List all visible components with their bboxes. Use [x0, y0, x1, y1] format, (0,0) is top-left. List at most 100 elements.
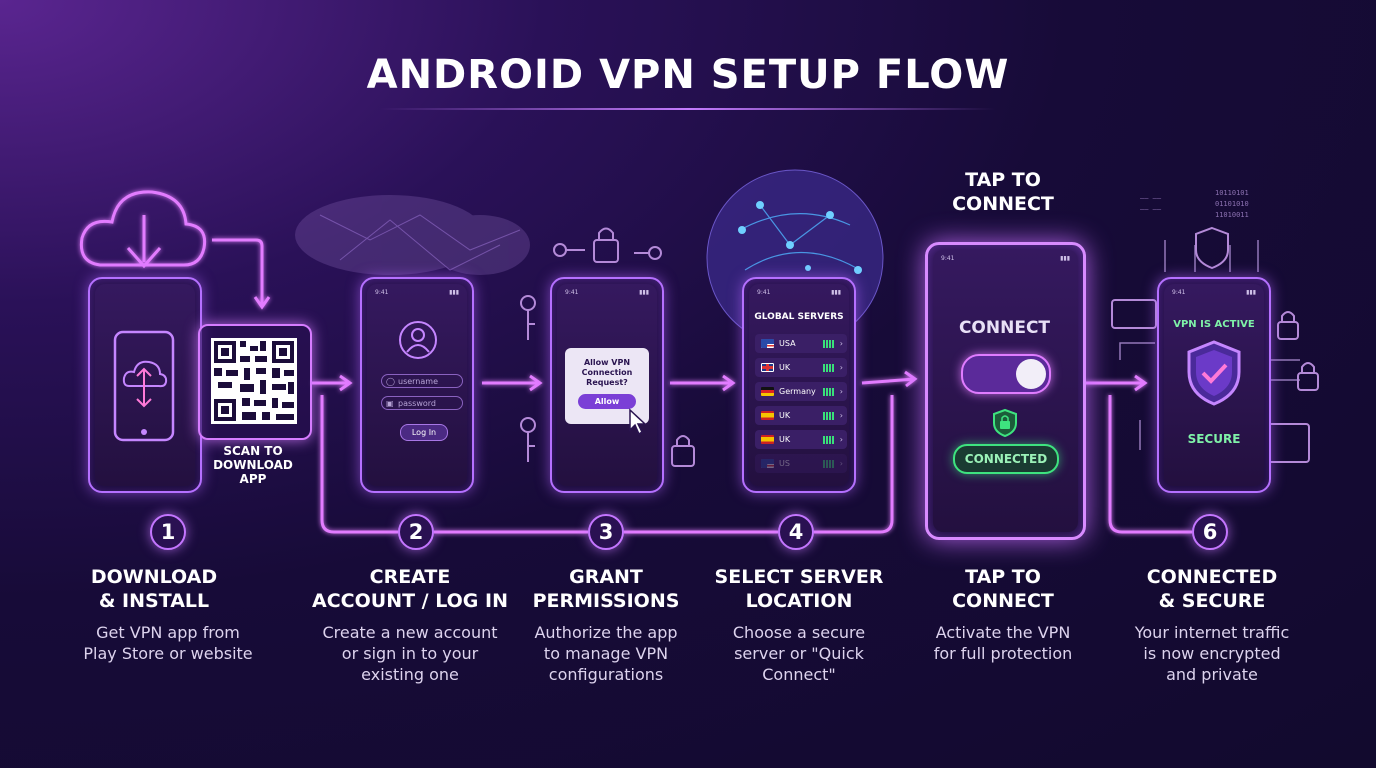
- phone-screen: [95, 284, 195, 486]
- chevron-right-icon: ›: [839, 363, 843, 372]
- step-title-line: ACCOUNT / LOG IN: [312, 590, 508, 612]
- step-title-line: TAP TO: [965, 566, 1041, 588]
- step-desc-line: Choose a secure: [732, 623, 866, 642]
- callout-line: TAP TO: [965, 169, 1041, 191]
- step-desc-line: Authorize the app: [534, 623, 678, 642]
- signal-icon: [823, 412, 835, 420]
- uk-flag-icon: [761, 363, 774, 372]
- phone-login: 9:41▮▮▮ ◯ username ▣ password Log In: [360, 277, 474, 493]
- login-button[interactable]: Log In: [400, 424, 448, 441]
- step-title: TAP TO CONNECT: [898, 565, 1108, 613]
- username-field[interactable]: ◯ username: [381, 374, 463, 388]
- dialog-text: Connection: [581, 368, 633, 377]
- us-flag-icon: [761, 339, 774, 348]
- phone-with-cloud-icon: [113, 330, 175, 442]
- password-placeholder: password: [398, 399, 436, 408]
- us-flag-icon: [761, 459, 774, 468]
- step-desc-line: configurations: [548, 665, 664, 684]
- qr-code-frame[interactable]: [198, 324, 312, 440]
- step-title-line: CONNECTED: [1146, 566, 1278, 588]
- chevron-right-icon: ›: [839, 339, 843, 348]
- svg-text:—— ——: —— ——: [1140, 205, 1162, 213]
- status-bar: 9:41▮▮▮: [375, 289, 459, 296]
- phone-permission: 9:41▮▮▮ Allow VPN Connection Request? Al…: [550, 277, 664, 493]
- chevron-right-icon: ›: [839, 435, 843, 444]
- step-description: Choose a secure server or "Quick Connect…: [699, 622, 899, 685]
- step-title-line: & SECURE: [1158, 590, 1266, 612]
- qr-caption-line: SCAN TO: [223, 444, 283, 458]
- step-description: Activate the VPN for full protection: [903, 622, 1103, 664]
- phone-download: [88, 277, 202, 493]
- world-map-graphic: [295, 195, 530, 275]
- svg-text:11010011: 11010011: [1215, 211, 1249, 219]
- signal-icon: [823, 388, 835, 396]
- chevron-right-icon: ›: [839, 387, 843, 396]
- server-row[interactable]: UK›: [755, 358, 847, 377]
- step-desc-line: is now encrypted: [1143, 644, 1281, 663]
- cursor-icon: [629, 408, 647, 436]
- allow-button[interactable]: Allow: [578, 394, 636, 409]
- step-desc-line: or sign in to your: [341, 644, 479, 663]
- phone-connect: 9:41▮▮▮ CONNECT CONNECTED: [925, 242, 1086, 540]
- padlock-icon: [593, 227, 695, 467]
- germany-flag-icon: [761, 387, 774, 396]
- connect-toggle[interactable]: [961, 354, 1051, 394]
- key-icon: [520, 243, 662, 462]
- server-name: UK: [779, 411, 791, 420]
- server-row[interactable]: USA ›: [755, 334, 847, 353]
- dialog-text: Request?: [586, 378, 628, 387]
- signal-icon: [823, 340, 835, 348]
- svg-text:—— ——: —— ——: [1140, 194, 1162, 202]
- step-description: Authorize the app to manage VPN configur…: [506, 622, 706, 685]
- step-title-line: & INSTALL: [98, 590, 210, 612]
- step-number-1: 1: [150, 514, 186, 550]
- server-name: UK: [779, 435, 791, 444]
- step-desc-line: to manage VPN: [543, 644, 669, 663]
- step-desc-line: existing one: [361, 665, 459, 684]
- step-title: CONNECTED & SECURE: [1107, 565, 1317, 613]
- spain-flag-icon: [761, 411, 774, 420]
- step-desc-line: Play Store or website: [83, 644, 253, 663]
- toggle-knob: [1016, 359, 1046, 389]
- shield-check-icon: [1187, 340, 1241, 406]
- cloud-download-icon: [79, 190, 207, 269]
- step-description: Get VPN app from Play Store or website: [68, 622, 268, 664]
- step-desc-line: Your internet traffic: [1134, 623, 1290, 642]
- secure-label: SECURE: [1187, 432, 1241, 446]
- shield-lock-icon: [993, 408, 1017, 438]
- chevron-right-icon: ›: [839, 411, 843, 420]
- step-desc-line: server or "Quick: [734, 644, 864, 663]
- signal-icon: [823, 436, 835, 444]
- connected-badge: CONNECTED: [953, 444, 1059, 474]
- step-description: Your internet traffic is now encrypted a…: [1112, 622, 1312, 685]
- server-name: USA: [779, 339, 796, 348]
- server-row[interactable]: UK ›: [755, 406, 847, 425]
- title-underline: [380, 108, 996, 110]
- server-name: Germany: [779, 387, 816, 396]
- step-number-4: 4: [778, 514, 814, 550]
- status-bar: 9:41▮▮▮: [1172, 289, 1256, 296]
- step-desc-line: for full protection: [933, 644, 1073, 663]
- step-number-3: 3: [588, 514, 624, 550]
- status-bar: 9:41▮▮▮: [941, 255, 1070, 262]
- step-title: DOWNLOAD & INSTALL: [49, 565, 259, 613]
- tap-to-connect-callout: TAP TO CONNECT: [903, 168, 1103, 216]
- phone-secure: 9:41▮▮▮ VPN IS ACTIVE SECURE: [1157, 277, 1271, 493]
- server-row[interactable]: UK ›: [755, 430, 847, 449]
- signal-icon: [823, 364, 835, 372]
- shield-icon: [1195, 226, 1229, 270]
- qr-caption: SCAN TO DOWNLOAD APP: [198, 444, 308, 486]
- signal-icon: [823, 460, 835, 468]
- svg-text:01101010: 01101010: [1215, 200, 1249, 208]
- phone-screen: 9:41▮▮▮ VPN IS ACTIVE SECURE: [1164, 284, 1264, 486]
- step-title-line: PERMISSIONS: [532, 590, 680, 612]
- server-row[interactable]: Germany ›: [755, 382, 847, 401]
- step-title-line: LOCATION: [745, 590, 853, 612]
- spain-flag-icon: [761, 435, 774, 444]
- server-row[interactable]: US›: [755, 454, 847, 473]
- phone-screen: 9:41▮▮▮ ◯ username ▣ password Log In: [367, 284, 467, 486]
- dialog-text: Allow VPN: [583, 358, 631, 367]
- password-field[interactable]: ▣ password: [381, 396, 463, 410]
- step-title-line: SELECT SERVER: [714, 566, 884, 588]
